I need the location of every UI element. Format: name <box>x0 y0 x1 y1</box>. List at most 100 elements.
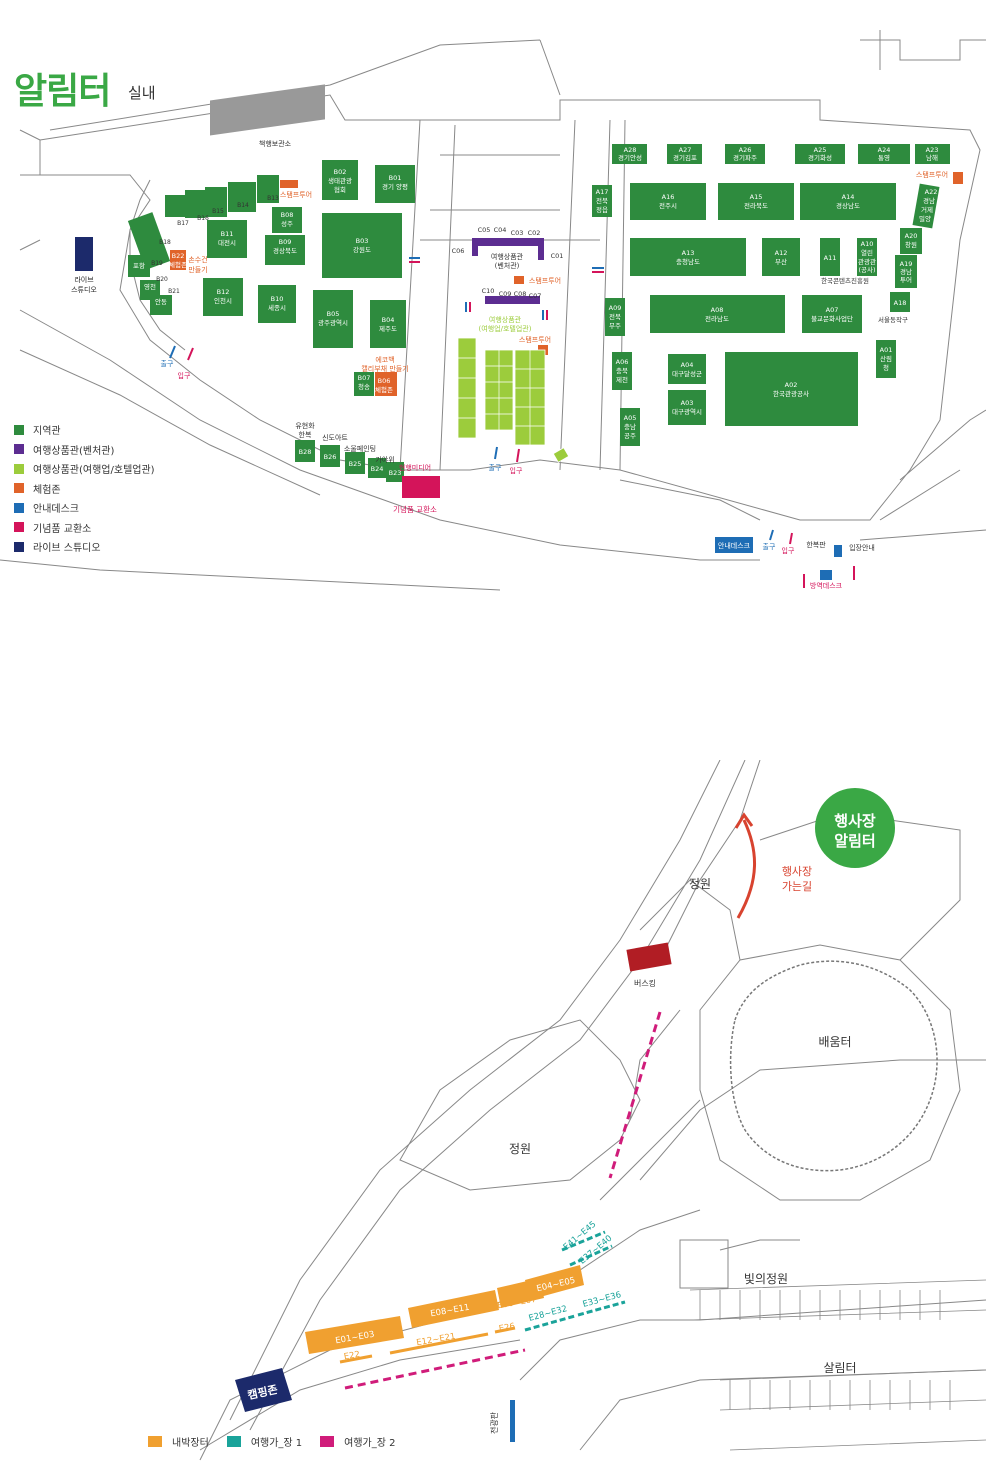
svg-text:세종시: 세종시 <box>268 303 286 312</box>
sindo-label: 신도아트 <box>322 433 348 442</box>
svg-text:충북: 충북 <box>616 366 628 375</box>
svg-text:C06: C06 <box>452 247 465 255</box>
svg-text:B10: B10 <box>271 295 284 303</box>
svg-text:C05: C05 <box>478 226 491 234</box>
svg-text:충청남도: 충청남도 <box>676 257 700 266</box>
storage-label: 책행보관소 <box>259 139 292 148</box>
svg-text:A28: A28 <box>624 146 637 154</box>
eco-label-1: 에코백 <box>375 355 394 364</box>
travel-grid <box>458 350 545 445</box>
svg-text:C02: C02 <box>528 229 541 237</box>
travel-market-1-dashes <box>524 1230 626 1332</box>
light-garden-label: 빛의정원 <box>744 1272 788 1286</box>
yuhyeon-label: 유현화 <box>295 422 315 430</box>
svg-text:A16: A16 <box>662 193 675 201</box>
svg-text:스탬프투어: 스탬프투어 <box>519 335 551 344</box>
svg-text:B01: B01 <box>389 174 402 182</box>
svg-text:경기파주: 경기파주 <box>733 153 757 162</box>
svg-text:한국관광공사: 한국관광공사 <box>773 389 809 398</box>
svg-text:B25: B25 <box>349 460 362 468</box>
svg-text:A04: A04 <box>681 361 694 369</box>
legend-item-travel: 여행상품관(여행업/호텔업관) <box>14 459 155 479</box>
svg-text:A01: A01 <box>880 346 893 354</box>
b06-code: B06 <box>378 377 391 385</box>
svg-text:(공사): (공사) <box>858 265 875 274</box>
svg-text:A13: A13 <box>682 249 695 257</box>
svg-text:B24: B24 <box>371 465 384 473</box>
svg-text:B13: B13 <box>267 195 279 202</box>
svg-text:경기 양평: 경기 양평 <box>382 182 408 191</box>
entry-guide-label: 입장안내 <box>849 543 875 552</box>
eco-label-2: 캘리부채 만들기 <box>361 364 408 373</box>
venture-hall-1: 여행상품관 <box>491 252 524 261</box>
svg-text:입구: 입구 <box>510 467 523 475</box>
svg-text:A12: A12 <box>775 249 788 257</box>
legend-item-venture: 여행상품관(벤처관) <box>14 440 155 460</box>
live-studio-label-1: 라이브 <box>74 275 94 284</box>
svg-text:A24: A24 <box>878 146 891 154</box>
market-zones <box>305 1265 584 1354</box>
svg-text:B21: B21 <box>168 288 180 295</box>
svg-text:출구: 출구 <box>763 542 776 551</box>
garden-main-label: 정원 <box>509 1142 531 1156</box>
svg-text:C09: C09 <box>499 290 512 298</box>
svg-text:A03: A03 <box>681 399 694 407</box>
venue-badge-line2: 알림터 <box>834 832 875 850</box>
legend-item-market: 내박장터 <box>148 1434 209 1449</box>
svg-text:제주도: 제주도 <box>379 325 397 333</box>
svg-text:제천: 제천 <box>616 375 628 384</box>
souvenir-exchange-block <box>402 476 440 498</box>
route-label-2: 가는길 <box>782 880 812 893</box>
legend-item-market-1: 여행가_장 1 <box>226 1434 302 1449</box>
svg-text:열린: 열린 <box>861 249 873 257</box>
svg-text:A10: A10 <box>861 240 874 248</box>
route-label-1: 행사장 <box>782 865 812 878</box>
svg-text:청송: 청송 <box>358 383 370 391</box>
svg-text:C03: C03 <box>511 229 524 237</box>
svg-text:산림: 산림 <box>880 354 892 363</box>
svg-text:C01: C01 <box>551 252 564 260</box>
svg-text:A27: A27 <box>679 146 692 154</box>
travel-hall-1: 여행상품관 <box>489 315 522 324</box>
svg-text:경상남도: 경상남도 <box>836 201 860 210</box>
arrows <box>169 257 855 588</box>
venue-badge <box>815 788 895 868</box>
camping-zone-block <box>235 1368 292 1412</box>
svg-text:입구: 입구 <box>782 547 795 555</box>
experience-zones <box>170 172 963 396</box>
outdoor-map: 행사장 알림터 행사장 가는길 정원 배움터 정원 빛의정원 살림터 버스킹 E… <box>0 760 986 1470</box>
garden-top-label: 정원 <box>689 877 711 891</box>
indoor-floorplan: 책행보관소 라이브 스튜디오 <box>0 30 986 591</box>
hyundai-media-label: 현행미디어 <box>399 463 431 472</box>
svg-text:C04: C04 <box>494 226 507 234</box>
svg-text:A07: A07 <box>826 306 839 314</box>
svg-text:생태관광: 생태관광 <box>328 176 352 185</box>
svg-text:A14: A14 <box>842 193 855 201</box>
svg-text:경기안성: 경기안성 <box>618 153 642 162</box>
svg-text:B26: B26 <box>324 453 337 461</box>
b22-name: 체험존 <box>169 261 187 269</box>
entry-guide-block <box>834 545 842 557</box>
svg-text:불교문화사업단: 불교문화사업단 <box>811 314 853 323</box>
venture-hall-2: (벤처관) <box>495 261 520 270</box>
svg-text:B11: B11 <box>221 230 234 238</box>
route-arrow <box>736 819 757 919</box>
info-desk-label: 안내데스크 <box>718 541 751 550</box>
svg-text:C10: C10 <box>482 287 495 295</box>
svg-text:A23: A23 <box>926 146 939 154</box>
svg-text:A08: A08 <box>711 306 724 314</box>
svg-text:정읍: 정읍 <box>596 205 608 214</box>
svg-text:A26: A26 <box>739 146 752 154</box>
svg-text:영천: 영천 <box>144 282 156 291</box>
svg-text:B23: B23 <box>389 469 402 477</box>
venture-booths <box>472 238 544 304</box>
make-hand-2: 만들기 <box>188 265 207 274</box>
svg-text:안동: 안동 <box>155 297 167 306</box>
svg-text:A17: A17 <box>596 188 609 196</box>
svg-text:전북: 전북 <box>596 196 608 205</box>
parking-grid <box>689 1279 986 1451</box>
floorplan-outline <box>0 30 986 591</box>
svg-text:A02: A02 <box>785 381 798 389</box>
indoor-map: 알림터 실내 책행보관소 라이브 스튜디오 <box>0 0 986 600</box>
